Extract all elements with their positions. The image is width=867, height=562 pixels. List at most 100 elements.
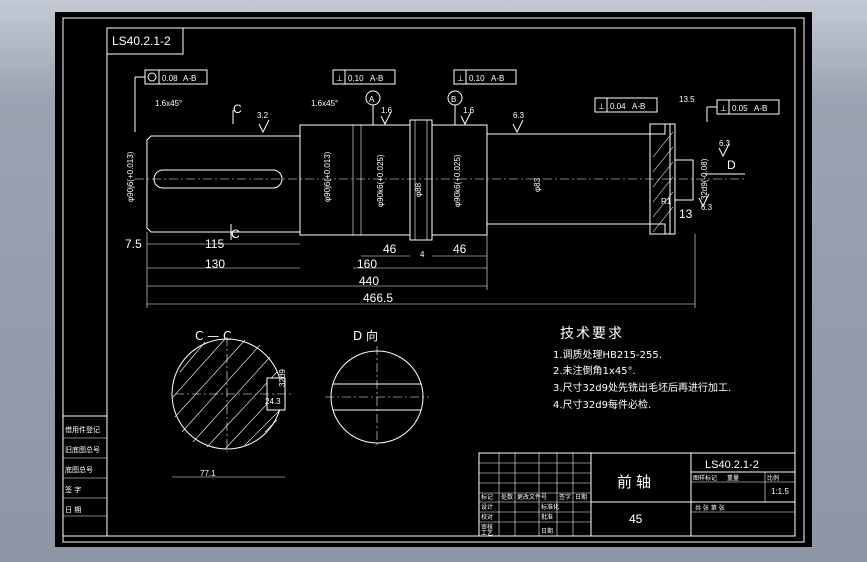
dia-label-6: φ83 <box>533 177 542 192</box>
roughness-marks: 3.2 1.6 1.6 6.3 6.3 6.3 <box>257 106 731 212</box>
notes-title: 技术要求 <box>560 326 624 342</box>
dimension-lines: 7.5 115 130 46 4 46 160 440 466.5 13 13.… <box>125 95 696 308</box>
gdt-value-2: 0.10 <box>348 74 364 83</box>
tb-std: 标准化 <box>541 503 559 511</box>
hatch-line-2 <box>652 191 674 218</box>
sheet-count: 共 张 第 张 <box>695 504 725 512</box>
perpendicularity-icon-3: ⊥ <box>598 102 605 111</box>
perpendicularity-icon: ⊥ <box>336 74 343 83</box>
gdt-datum-4: A-B <box>632 102 645 111</box>
gdt-value-3: 0.10 <box>469 74 485 83</box>
hatch-line-5 <box>652 146 674 173</box>
tb-header-1: 标记 <box>481 493 493 501</box>
gdt-value-1: 0.08 <box>162 74 178 83</box>
hatch-line-1 <box>652 206 674 233</box>
shaft-collar <box>409 119 433 241</box>
gdt-datum-5: A-B <box>754 104 767 113</box>
left-block-5: 日 期 <box>65 506 81 514</box>
tb-header-2: 处数 <box>501 493 513 501</box>
material: 45 <box>629 512 643 526</box>
key-depth-label: 24.3 <box>265 397 281 406</box>
dia-label-3: φ90k6(+0.025) <box>376 154 385 207</box>
section-c-top: C <box>233 102 242 116</box>
datum-b: B <box>451 95 456 104</box>
cc-hatch-4 <box>181 344 261 433</box>
gdt-frame-4 <box>594 97 658 113</box>
left-block-4: 签 字 <box>65 485 81 494</box>
roughness-icon-4 <box>512 119 524 134</box>
hatch-line-6 <box>652 131 674 158</box>
outer-frame <box>62 17 805 543</box>
left-block-frame <box>62 415 108 537</box>
shaft-journal-a <box>299 124 411 236</box>
drawing-number-title: LS40.2.1-2 <box>705 459 759 471</box>
gdt-frame-2 <box>332 69 396 85</box>
key-height-label: 77.1 <box>200 469 216 478</box>
gdt-datum-2: A-B <box>370 74 383 83</box>
dim-440: 440 <box>359 274 379 288</box>
roughness-2: 1.6 <box>381 106 393 115</box>
section-c-bottom: C <box>231 227 240 241</box>
left-block-2: 旧底图总号 <box>65 445 100 454</box>
dim-4: 4 <box>420 250 425 259</box>
left-block-1: 借用件登记 <box>65 425 100 434</box>
gdt-circularity: 0.08 A-B <box>134 69 208 132</box>
gdt-value-4: 0.04 <box>610 102 626 111</box>
tb-row-check: 校对 <box>481 513 493 521</box>
roughness-icon-1 <box>258 119 270 134</box>
roughness-4: 6.3 <box>513 111 525 120</box>
d-view <box>325 346 429 448</box>
datum-a: A <box>369 95 375 104</box>
gdt-datum-1: A-B <box>183 74 196 83</box>
shaft-left-segment <box>146 135 301 233</box>
note-3: 3.尺寸32d9处先铣出毛坯后再进行加工. <box>553 381 731 394</box>
tb-header-3: 更改文件号 <box>517 493 547 501</box>
keyway-slot <box>153 169 283 189</box>
shaft-end-flange <box>649 123 676 235</box>
d-view-title: D 向 <box>353 328 378 343</box>
cc-hatch-1 <box>179 341 206 373</box>
perpendicularity-icon-4: ⊥ <box>720 104 727 113</box>
gdt-perp-shoulder: ⊥ 0.04 A-B <box>594 97 658 113</box>
roughness-icon-2 <box>380 111 392 126</box>
tb-header-4: 签字 <box>559 493 571 501</box>
roughness-icon-5 <box>718 143 730 158</box>
tb-header-5: 日期 <box>575 493 587 501</box>
view-d-label: D <box>727 158 736 172</box>
tb-approve: 批准 <box>541 513 553 521</box>
tb-date: 日期 <box>541 527 553 535</box>
roughness-5: 6.3 <box>719 139 731 148</box>
dim-13-5: 13.5 <box>679 95 695 104</box>
dim-115: 115 <box>205 237 224 251</box>
dim-130: 130 <box>205 257 225 271</box>
chamfer-label-2: 1.6x45° <box>311 99 338 108</box>
dim-13: 13 <box>679 207 693 221</box>
tb-row-design: 设计 <box>481 503 493 511</box>
note-1: 1.调质处理HB215-255. <box>553 349 662 361</box>
cc-hatch-8 <box>244 409 281 446</box>
tb-col-weight: 重量 <box>727 474 739 482</box>
circularity-icon <box>147 72 157 82</box>
end-bore <box>674 159 694 201</box>
dia-label-5: φ88 <box>414 182 423 197</box>
roughness-icon-6 <box>698 193 710 208</box>
part-name: 前轴 <box>617 473 655 491</box>
gdt-perp-right: ⊥ 0.10 A-B <box>453 69 517 85</box>
title-block-frame <box>478 452 796 537</box>
scale-value: 1:1.5 <box>771 487 789 496</box>
section-cc-view <box>171 337 291 452</box>
tb-row-review: 审核 <box>481 523 493 531</box>
key-width-label: 32d9 <box>278 369 287 387</box>
note-2: 2.未注倒角1x45°. <box>553 364 636 377</box>
tb-row-process: 工艺 <box>481 529 493 537</box>
cc-hatch-2 <box>172 338 226 398</box>
roughness-3: 1.6 <box>463 106 475 115</box>
dim-r1: R1 <box>661 197 672 206</box>
cc-hatch-5 <box>192 356 271 443</box>
tb-col-scale: 比例 <box>767 474 779 482</box>
perpendicularity-icon-2: ⊥ <box>457 74 464 83</box>
left-block: 借用件登记 旧底图总号 底图总号 签 字 日 期 <box>62 415 108 537</box>
roughness-icon-3 <box>460 111 472 126</box>
dia-label-1: φ90j6(+0.013) <box>126 151 135 202</box>
end-hatch <box>652 131 674 233</box>
